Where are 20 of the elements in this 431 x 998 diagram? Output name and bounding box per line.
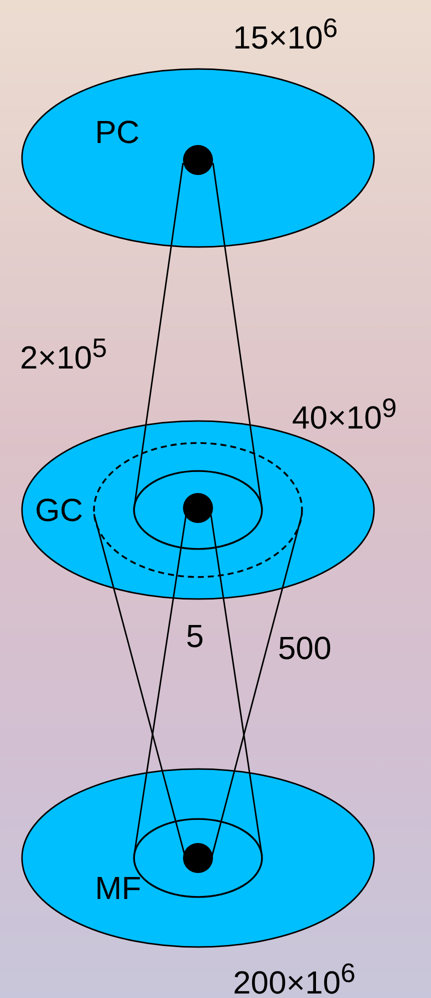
count-label: 40×10$^{9}$	[292, 395, 397, 434]
cell-dot	[183, 843, 213, 873]
count-label: 5	[186, 620, 204, 652]
cell-dot	[183, 145, 213, 175]
cell-dot	[183, 493, 213, 523]
layer-ellipse	[21, 68, 375, 248]
connection-line	[212, 162, 263, 510]
field-circle	[133, 470, 263, 550]
connection-line	[133, 514, 187, 856]
layer-name: GC	[35, 494, 83, 526]
layer-name: MF	[95, 872, 142, 904]
layer-ellipse	[21, 768, 375, 948]
connection-line	[210, 514, 263, 856]
dashed-circle	[93, 442, 303, 578]
count-label: 200×10$^{6}$	[233, 960, 356, 998]
connection-line	[133, 162, 184, 510]
count-label: 2×10$^{5}$	[20, 335, 107, 374]
count-label: 500	[278, 632, 332, 664]
count-label: 15×10$^{6}$	[233, 15, 338, 54]
layer-name: PC	[95, 116, 140, 148]
